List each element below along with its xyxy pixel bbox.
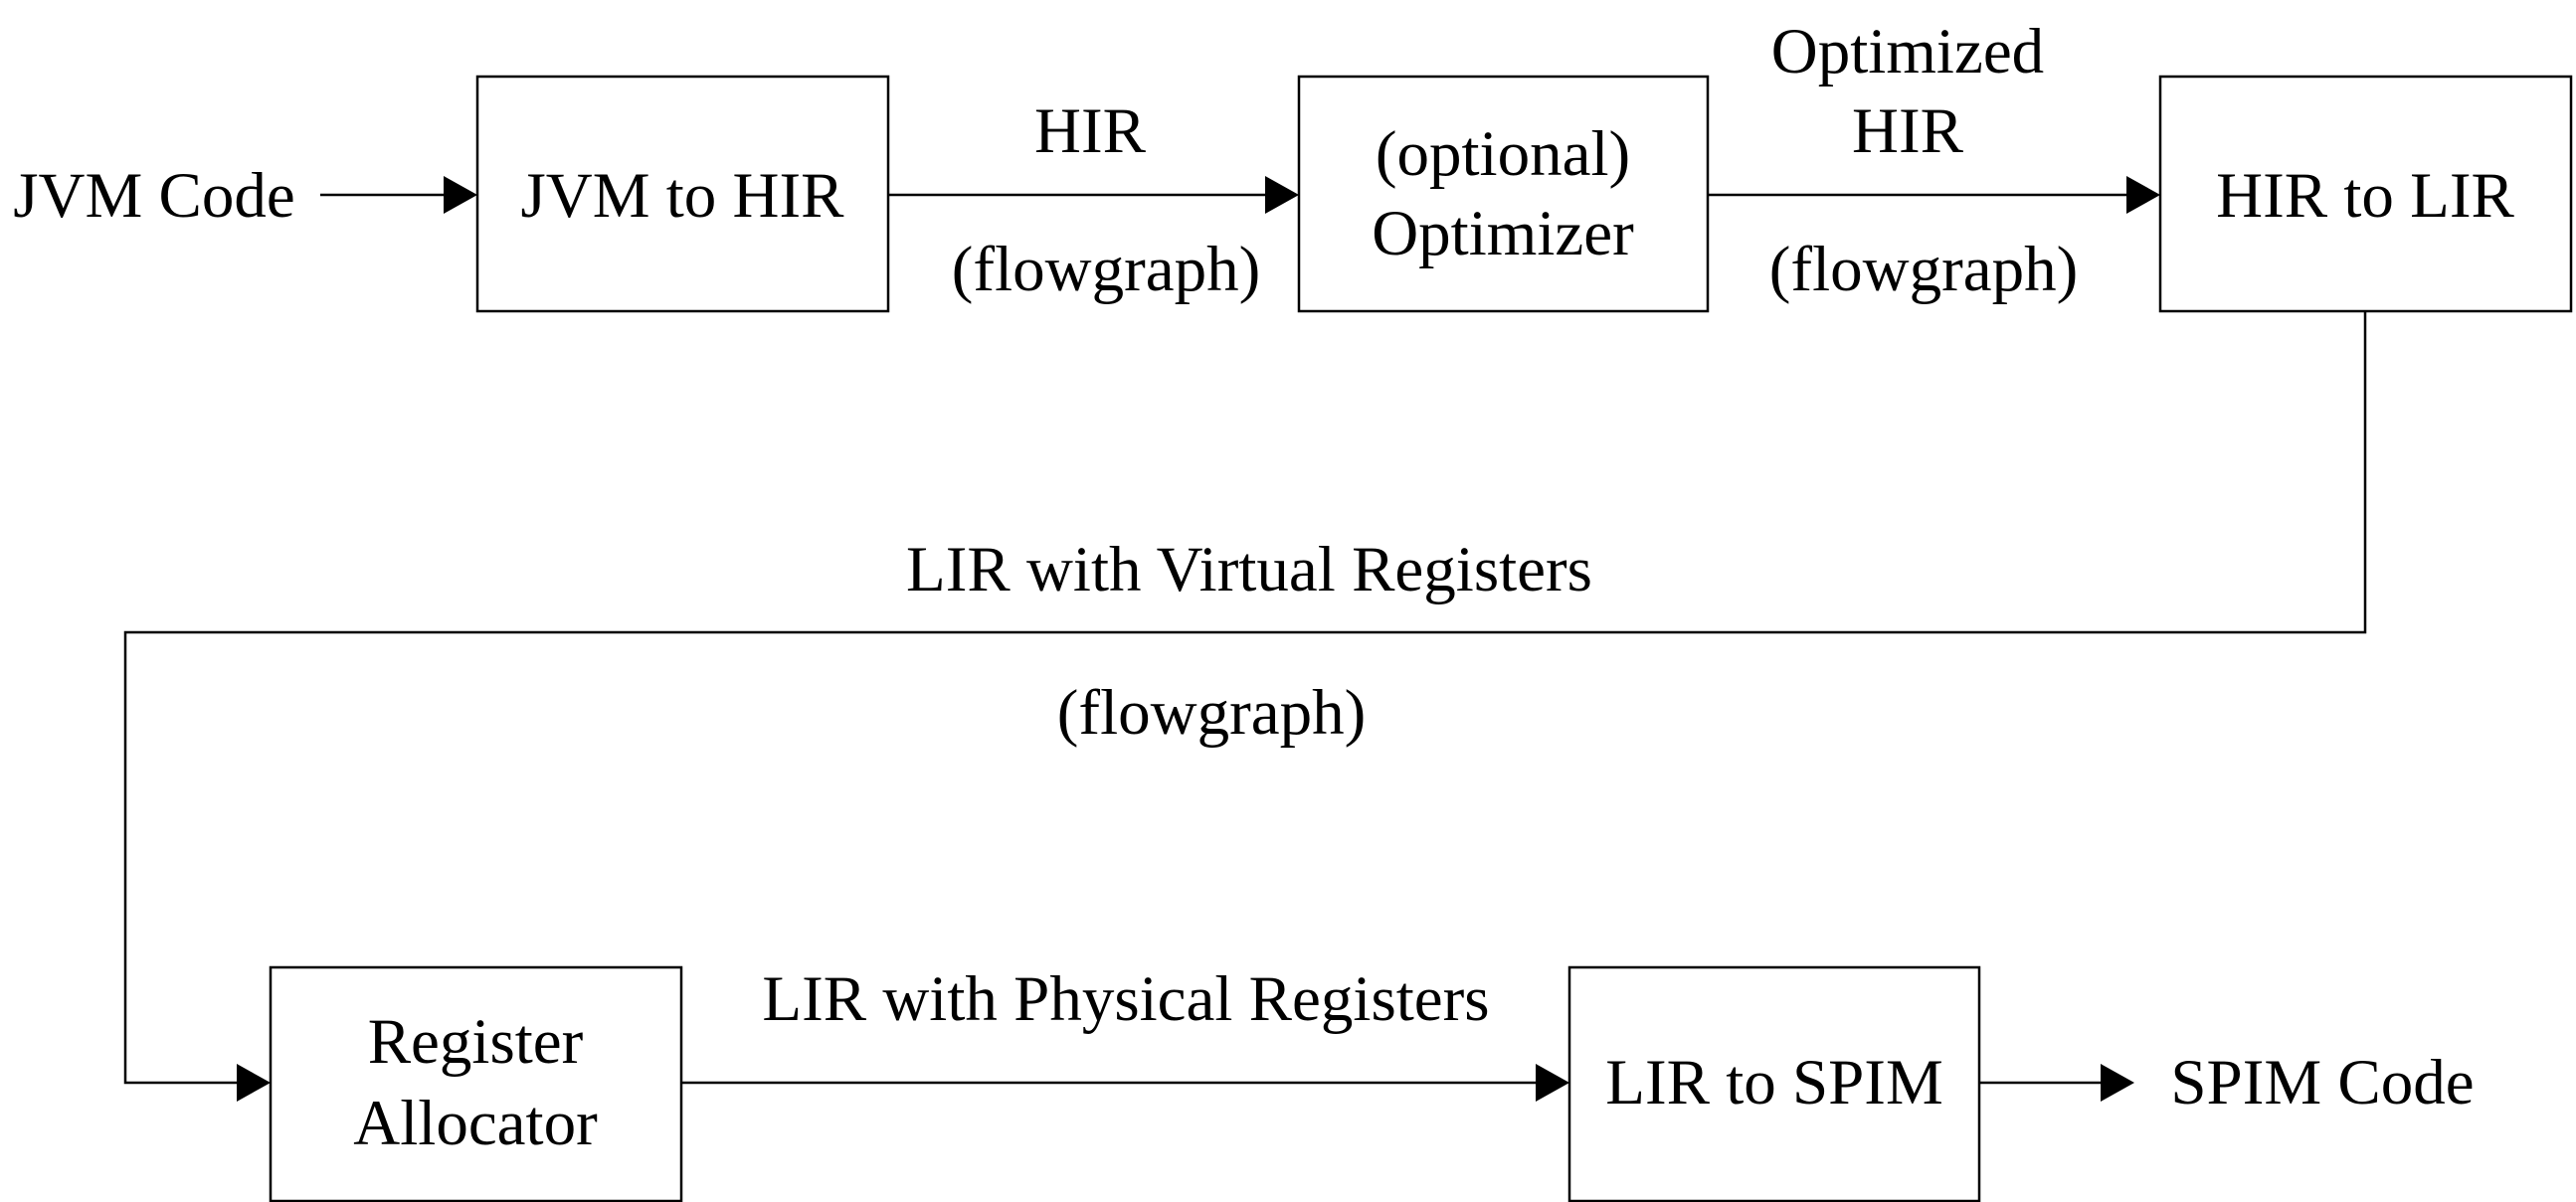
stage-register-allocator-label-line1: Register: [368, 1006, 584, 1078]
arrow-optimized-hir-to-hir-to-lir: [1708, 176, 2160, 214]
arrow-jvm-code-to-jvm-to-hir: [320, 176, 477, 214]
edge-hir-sublabel: (flowgraph): [952, 234, 1260, 305]
stage-lir-to-spim: LIR to SPIM: [1567, 965, 1981, 1202]
stage-lir-to-spim-label: LIR to SPIM: [1605, 1047, 1943, 1118]
edge-optimized-hir-sublabel: (flowgraph): [1769, 234, 2078, 305]
edge-optimized-hir-label-line2: HIR: [1852, 95, 1964, 167]
stage-register-allocator-label-line2: Allocator: [353, 1088, 598, 1159]
arrow-hir-to-optimizer: [888, 176, 1299, 214]
edge-lir-virtual-sublabel: (flowgraph): [1057, 677, 1366, 749]
stage-jvm-to-hir-label: JVM to HIR: [520, 160, 844, 232]
arrow-lir-physical-to-lir-to-spim: [681, 1064, 1569, 1102]
stage-optimizer-label-line2: Optimizer: [1372, 198, 1634, 269]
edge-hir-label: HIR: [1034, 95, 1147, 167]
arrow-lir-to-spim-to-spim-code: [1979, 1064, 2134, 1102]
stage-optimizer-label-line1: (optional): [1376, 118, 1630, 190]
edge-lir-physical-label: LIR with Physical Registers: [762, 963, 1489, 1035]
spim-code-output-label: SPIM Code: [2170, 1047, 2474, 1118]
edge-optimized-hir-label-line1: Optimized: [1771, 16, 2044, 87]
stage-jvm-to-hir: JVM to HIR: [475, 75, 890, 313]
stage-hir-to-lir-label: HIR to LIR: [2216, 160, 2514, 232]
edge-lir-virtual-label: LIR with Virtual Registers: [906, 534, 1592, 605]
arrow-lir-virtual-to-register-allocator: [123, 311, 2367, 1102]
stage-optimizer: (optional) Optimizer: [1297, 75, 1710, 313]
jvm-code-input-label: JVM Code: [13, 160, 295, 232]
stage-register-allocator: Register Allocator: [269, 965, 683, 1202]
stage-hir-to-lir: HIR to LIR: [2158, 75, 2573, 313]
